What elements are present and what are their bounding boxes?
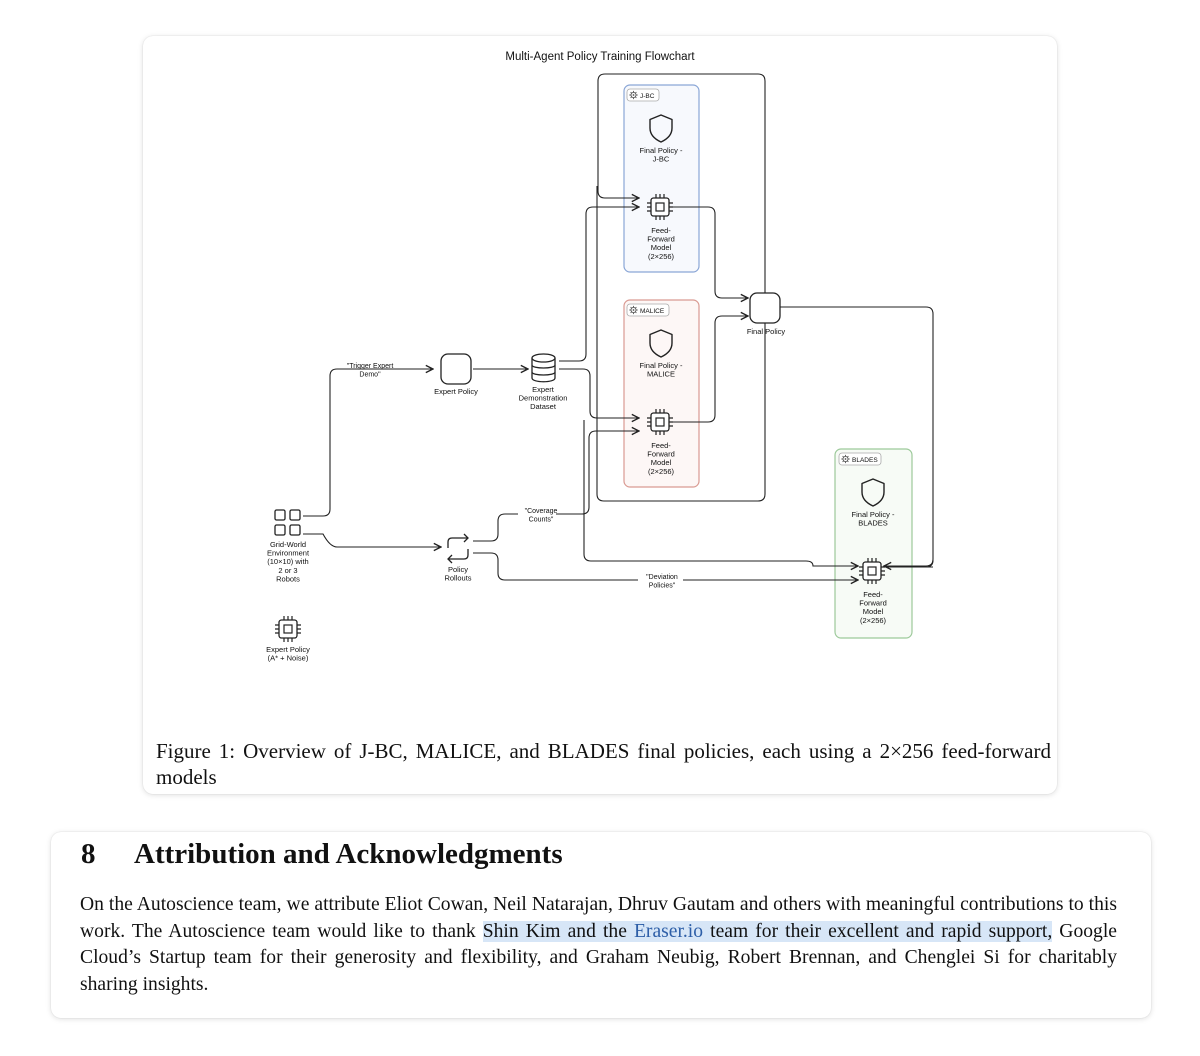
highlighted-text: Shin Kim and the Eraser.io team for thei… bbox=[482, 920, 1053, 942]
figure-card: Multi-Agent Policy Training Flowchart J-… bbox=[143, 36, 1057, 794]
final-policy-node bbox=[749, 292, 781, 324]
expert-policy-noise-label: Expert Policy(A* + Noise) bbox=[266, 645, 310, 663]
figure-caption: Figure 1: Overview of J-BC, MALICE, and … bbox=[156, 739, 1051, 789]
flowchart-diagram: Multi-Agent Policy Training Flowchart J-… bbox=[266, 51, 934, 663]
highlight-text-pre: Shin Kim and the bbox=[482, 920, 634, 942]
para-text-after: Google Cloud’s Startup team for their ge… bbox=[80, 920, 1117, 995]
malice-group: MALICE bbox=[623, 299, 700, 488]
expert-policy-label: Expert Policy bbox=[434, 387, 478, 396]
diagram-title: Multi-Agent Policy Training Flowchart bbox=[505, 51, 695, 63]
connector-lines bbox=[303, 73, 934, 580]
section-title: Attribution and Acknowledgments bbox=[134, 838, 563, 870]
highlight-text-post: team for their excellent and rapid suppo… bbox=[703, 920, 1053, 942]
eraser-io-link[interactable]: Eraser.io bbox=[633, 920, 704, 942]
section-number: 8 bbox=[81, 838, 96, 870]
para-text-before: On the Autoscience team, we attribute El… bbox=[80, 894, 1117, 942]
database-icon bbox=[531, 353, 556, 383]
section-heading: 8 Attribution and Acknowledgments bbox=[81, 838, 563, 871]
blades-group: BLADES bbox=[834, 448, 913, 639]
jbc-final-policy-label: Final Policy -J-BC bbox=[640, 146, 683, 164]
malice-group-tag: MALICE bbox=[640, 308, 665, 315]
acknowledgments-paragraph: On the Autoscience team, we attribute El… bbox=[80, 892, 1117, 998]
expert-noise-chip-icon bbox=[274, 615, 302, 643]
final-policy-label: Final Policy bbox=[747, 327, 786, 336]
section-card: 8 Attribution and Acknowledgments On the … bbox=[51, 832, 1151, 1018]
blades-group-tag: BLADES bbox=[852, 457, 878, 464]
grid-world-icon bbox=[274, 509, 301, 536]
jbc-group: J-BC bbox=[623, 84, 700, 273]
malice-final-policy-label: Final Policy -MALICE bbox=[640, 361, 683, 379]
rollouts-icon bbox=[447, 533, 469, 564]
jbc-group-tag: J-BC bbox=[640, 93, 655, 100]
expert-policy-node bbox=[440, 353, 472, 385]
blades-final-policy-label: Final Policy -BLADES bbox=[852, 510, 895, 528]
